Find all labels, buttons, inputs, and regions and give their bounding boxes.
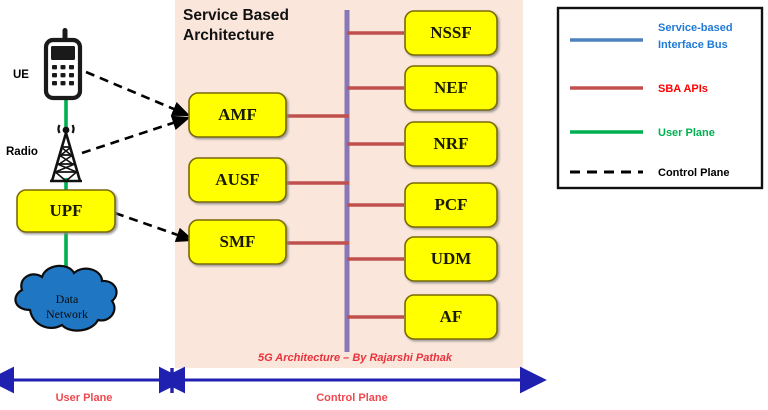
nf-box-upf-label: UPF: [49, 201, 82, 220]
legend-label-user-plane: User Plane: [658, 127, 715, 139]
nf-box-upf[interactable]: UPF: [16, 189, 116, 233]
nf-box-nef[interactable]: NEF: [404, 65, 498, 111]
nf-box-smf[interactable]: SMF: [188, 219, 287, 265]
nf-box-af[interactable]: AF: [404, 294, 498, 340]
data-network-cloud: Data Network: [14, 264, 118, 332]
link-radio-amf: [81, 115, 191, 155]
link-ue-amf: [85, 70, 191, 117]
nf-box-nrf-label: NRF: [434, 134, 469, 153]
nf-box-ausf-label: AUSF: [215, 170, 259, 189]
ue-icon: [43, 28, 83, 101]
control-plane-span-label: Control Plane: [316, 392, 388, 404]
nf-box-smf-label: SMF: [220, 232, 256, 251]
legend: Service-based Interface Bus SBA APIs Use…: [556, 6, 764, 190]
sba-title-line2: Architecture: [183, 27, 275, 44]
sba-api-links-left: [285, 114, 349, 245]
ue-label: UE: [13, 69, 29, 81]
nf-box-udm[interactable]: UDM: [404, 236, 498, 282]
plane-span-indicators: User Plane Control Plane: [0, 366, 547, 404]
sba-api-links-right: [347, 31, 404, 319]
nf-box-nef-label: NEF: [434, 78, 468, 97]
cloud-label-line1: Data: [56, 292, 79, 306]
legend-label-sba-apis: SBA APIs: [658, 83, 708, 95]
credit-text: 5G Architecture – By Rajarshi Pathak: [258, 352, 453, 364]
radio-label: Radio: [6, 146, 38, 158]
link-upf-smf: [114, 211, 195, 242]
radio-tower-icon: [50, 124, 82, 183]
user-plane-span-label: User Plane: [56, 392, 113, 404]
legend-label-control-plane: Control Plane: [658, 167, 730, 179]
nf-box-nssf-label: NSSF: [430, 23, 472, 42]
legend-label-service-bus-line1: Service-based: [658, 22, 733, 34]
nf-box-ausf[interactable]: AUSF: [188, 157, 287, 203]
cloud-label-line2: Network: [46, 307, 88, 321]
nf-box-amf[interactable]: AMF: [188, 92, 287, 138]
nf-box-af-label: AF: [440, 307, 463, 326]
nf-box-amf-label: AMF: [218, 105, 257, 124]
nf-box-pcf[interactable]: PCF: [404, 182, 498, 228]
nf-box-pcf-label: PCF: [434, 195, 467, 214]
sba-title-line1: Service Based: [183, 7, 289, 24]
legend-label-service-bus-line2: Interface Bus: [658, 39, 728, 51]
nf-box-udm-label: UDM: [431, 249, 472, 268]
control-plane-links: [81, 70, 195, 242]
nf-box-nssf[interactable]: NSSF: [404, 10, 498, 56]
nf-box-nrf[interactable]: NRF: [404, 121, 498, 167]
